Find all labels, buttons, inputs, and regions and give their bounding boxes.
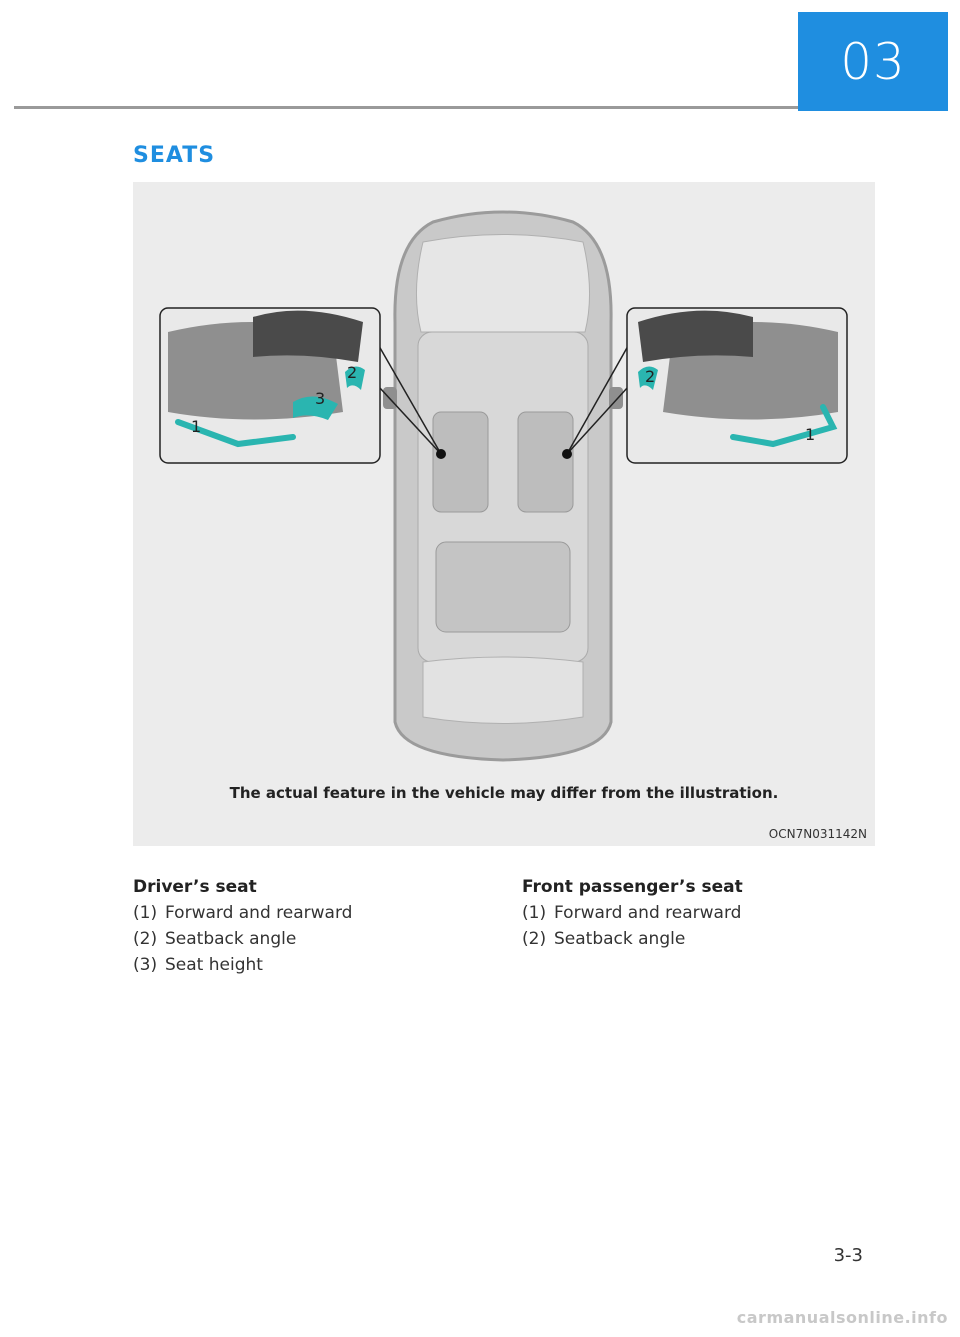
list-item: (1) Forward and rearward [522, 900, 743, 926]
driver-callout-line [378, 345, 442, 455]
car-top-view-illustration: 1 2 3 1 2 [159, 210, 848, 762]
watermark-link[interactable]: carmanualsonline.info [736, 1308, 948, 1327]
list-item: (2) Seatback angle [133, 926, 352, 952]
hood-shape [416, 234, 590, 333]
passenger-label-1: 1 [805, 425, 815, 444]
passenger-seat-list: Front passenger’s seat (1) Forward and r… [522, 874, 743, 952]
passenger-callout-dot [562, 449, 572, 459]
driver-seat-shape [432, 411, 489, 513]
passenger-callout-line [566, 345, 629, 455]
passenger-seat-inset [626, 307, 848, 464]
item-text: Seatback angle [554, 929, 686, 949]
driver-callout-line [378, 386, 442, 455]
seat-illustration: 1 2 3 1 2 The actual feature in the vehi… [133, 182, 875, 846]
passenger-label-2: 2 [645, 367, 655, 386]
section-title: SEATS [133, 143, 216, 168]
item-number: (3) [133, 955, 158, 975]
list-item: (1) Forward and rearward [133, 900, 352, 926]
driver-label-2: 2 [347, 363, 357, 382]
driver-seat-list: Driver’s seat (1) Forward and rearward (… [133, 874, 352, 978]
item-text: Seat height [165, 955, 263, 975]
trunk-shape [422, 656, 584, 724]
list-item: (2) Seatback angle [522, 926, 743, 952]
passenger-seat-shape [517, 411, 574, 513]
item-text: Forward and rearward [554, 903, 742, 923]
item-number: (2) [133, 929, 158, 949]
rear-seat-shape [435, 541, 571, 633]
passenger-seat-heading: Front passenger’s seat [522, 877, 743, 897]
item-text: Seatback angle [165, 929, 297, 949]
driver-callout-dot [436, 449, 446, 459]
passenger-callout-line [566, 386, 629, 455]
item-text: Forward and rearward [165, 903, 353, 923]
figure-code: OCN7N031142N [768, 827, 867, 841]
driver-seat-heading: Driver’s seat [133, 877, 257, 897]
item-number: (2) [522, 929, 547, 949]
driver-label-1: 1 [191, 417, 201, 436]
driver-seat-inset [159, 307, 381, 464]
figure-note: The actual feature in the vehicle may di… [229, 784, 779, 802]
list-item: (3) Seat height [133, 952, 352, 978]
item-number: (1) [133, 903, 158, 923]
page-number: 3-3 [833, 1245, 863, 1266]
chapter-tab: 03 [798, 12, 948, 111]
driver-label-3: 3 [315, 389, 325, 408]
item-number: (1) [522, 903, 547, 923]
header-rule [14, 106, 798, 109]
